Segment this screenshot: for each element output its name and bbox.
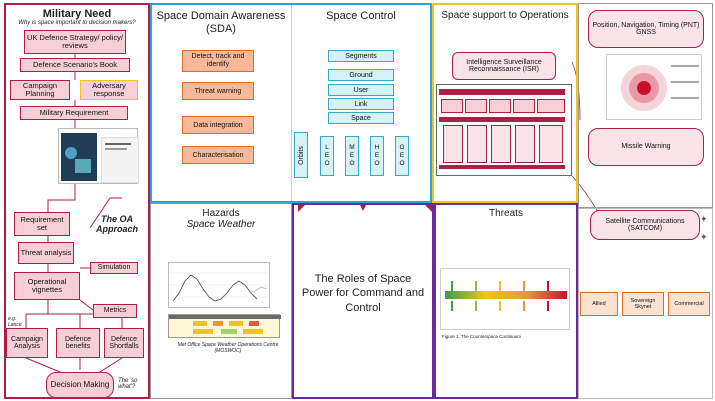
orbits-label: Orbits	[297, 145, 305, 165]
hazards-caption: Met Office Space Weather Operations Cent…	[177, 342, 279, 354]
box-defence-shortfalls: Defence Shortfalls	[104, 328, 144, 358]
satcom-sovereign: Sovereign Skynet	[622, 292, 664, 316]
segment-space: Space	[328, 112, 394, 124]
so-what-note: The 'so what'?	[118, 378, 138, 390]
orbit-leo: LEO	[320, 136, 334, 176]
box-defence-scenarios: Defence Scenario's Book	[20, 58, 130, 72]
military-need-panel	[4, 3, 150, 399]
space-support-panel	[432, 3, 578, 203]
sda-space-control-panel	[150, 3, 432, 203]
sda-item-data-integration: Data integration	[182, 116, 254, 134]
isr-diagram	[436, 84, 572, 176]
counterspace-diagram	[440, 268, 570, 330]
box-campaign-analysis: Campaign Analysis	[6, 328, 48, 358]
threats-title: Threats	[489, 208, 523, 219]
document-thumbnail	[58, 128, 139, 184]
box-threat-analysis: Threat analysis	[18, 242, 74, 264]
space-support-title: Space support to Operations	[441, 10, 569, 21]
satellite-icon: ✦	[700, 214, 708, 224]
centre-title: The Roles of Space Power for Command and…	[301, 273, 425, 314]
threats-panel	[434, 203, 578, 399]
segment-user: User	[328, 84, 394, 96]
orbit-geo: GEO	[395, 136, 409, 176]
satcom-commercial: Commercial	[668, 292, 710, 316]
sda-item-threat-warning: Threat warning	[182, 82, 254, 100]
centre-panel	[292, 203, 434, 399]
military-need-title: Military Need	[42, 8, 112, 20]
box-campaign-planning: Campaign Planning	[10, 80, 70, 100]
box-satcom: Satellite Communications (SATCOM)	[590, 210, 700, 240]
satellite-icon-2: ✦	[700, 232, 708, 242]
segment-header: Segments	[328, 50, 394, 62]
right-column-panel	[578, 3, 713, 208]
satcom-allied: Allied	[580, 292, 618, 316]
space-weather-table	[168, 314, 281, 338]
box-simulation: Simulation	[90, 262, 138, 274]
military-need-subtitle: Why is space important to decision maker…	[18, 20, 136, 26]
threats-figure-caption: Figure 1: The Counterspace Continuum	[442, 334, 521, 339]
sda-title: Space Domain Awareness (SDA)	[156, 10, 286, 35]
hazards-subtitle: Space Weather	[186, 219, 256, 230]
box-operational-vignettes: Operational vignettes	[14, 272, 80, 300]
oa-approach-label: The OA Approach	[95, 214, 138, 234]
box-defence-strategy: UK Defence Strategy/ policy/ reviews	[24, 30, 126, 54]
solar-cycle-chart	[168, 262, 271, 308]
box-metrics: Metrics	[93, 304, 137, 318]
orbits-label-box: Orbits	[294, 132, 308, 178]
segment-ground: Ground	[328, 69, 394, 81]
orbit-meo: MEO	[345, 136, 359, 176]
box-defence-benefits: Defence benefits	[56, 328, 100, 358]
hazards-title: Hazards	[202, 208, 240, 219]
sda-item-detect: Detect, track and identify	[182, 50, 254, 72]
sda-item-characterisation: Characterisation	[182, 146, 254, 164]
box-military-requirement: Military Requirement	[20, 106, 128, 120]
box-pnt: Position, Navigation, Timing (PNT) GNSS	[588, 10, 704, 48]
hazards-panel	[150, 203, 292, 399]
box-isr: Intelligence Surveillance Reconnaissance…	[452, 52, 556, 80]
space-control-title: Space Control	[326, 10, 396, 22]
box-missile-warning: Missile Warning	[588, 128, 704, 166]
box-requirement-set: Requirement set	[14, 212, 70, 236]
eg-note: e.g. Lance	[8, 316, 22, 328]
segment-link: Link	[328, 98, 394, 110]
box-decision-making: Decision Making	[46, 372, 114, 398]
box-adversary-response: Adversary response	[80, 80, 138, 100]
pnt-target-diagram	[606, 54, 702, 120]
satcom-panel	[578, 208, 713, 399]
orbit-heo: HEO	[370, 136, 384, 176]
